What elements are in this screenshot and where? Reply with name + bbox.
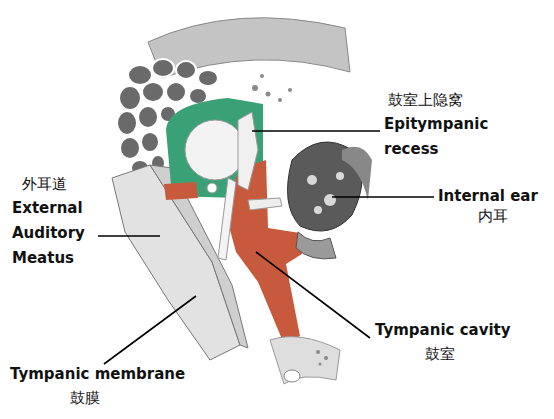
part-label-zh: 鼓室上隐窝 bbox=[388, 88, 528, 113]
part-label-zh: 鼓室 bbox=[425, 342, 505, 367]
part-label-zh: 外耳道 bbox=[22, 172, 122, 197]
part-label: Internal ear bbox=[438, 184, 554, 209]
part-label: Tympanic membrane bbox=[10, 362, 230, 387]
part-label: Epitympanic recess bbox=[384, 112, 494, 162]
part-label: External Auditory Meatus bbox=[12, 196, 104, 271]
part-label-zh: 内耳 bbox=[478, 204, 548, 229]
part-label: Tympanic cavity bbox=[375, 318, 545, 343]
part-label-zh: 鼓膜 bbox=[70, 386, 150, 411]
